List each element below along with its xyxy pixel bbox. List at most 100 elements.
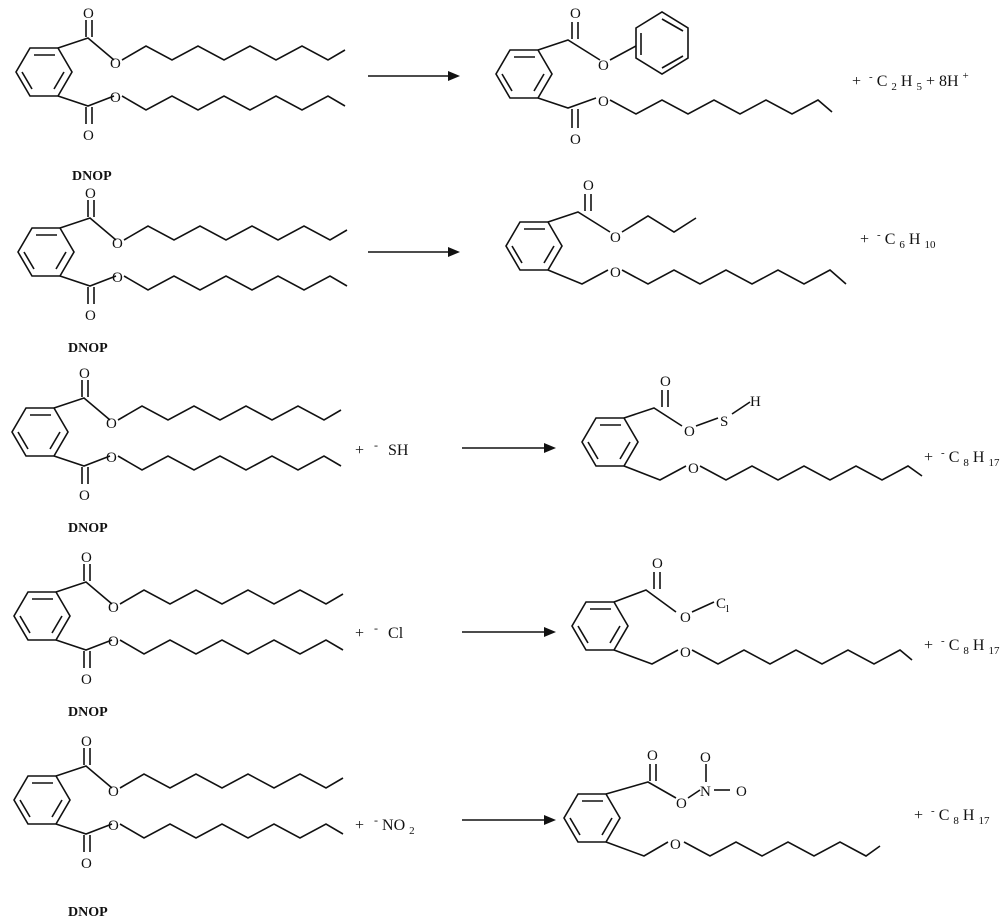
upper-ester-bond <box>57 37 115 61</box>
ring-double-bond <box>55 251 67 270</box>
carbonyl-oxygen: O <box>660 374 671 390</box>
ring-double-bond <box>19 799 31 818</box>
carbonyl-oxygen: O <box>570 6 581 22</box>
lower-octyl-chain <box>117 455 342 471</box>
lower-octyl-chain <box>119 639 344 655</box>
dnop-molecule: O O O O DNOP <box>13 550 344 720</box>
ring-double-bond <box>609 625 621 644</box>
ring-double-bond <box>601 817 613 836</box>
phenyl-double-bond <box>661 55 684 69</box>
ring-double-bond <box>49 431 61 450</box>
sulfur-atom: S <box>720 414 728 430</box>
lower-ester-oxygen: O <box>106 450 117 466</box>
ester-oxygen: O <box>680 610 691 626</box>
arrowhead <box>544 627 556 637</box>
o-cl-bond <box>691 601 715 613</box>
lower-octyl-chain <box>121 95 346 111</box>
ether-bond <box>605 841 669 857</box>
upper-octyl-chain <box>121 45 346 61</box>
lower-ester-oxygen: O <box>108 634 119 650</box>
product-molecule: O O N O O O <box>563 748 881 857</box>
ring-double-bond <box>23 251 35 270</box>
ring-double-bond <box>501 73 513 92</box>
arrowhead <box>448 247 460 257</box>
lower-ester-oxygen: O <box>108 818 119 834</box>
ether-bond <box>613 649 679 665</box>
ester-bond <box>623 407 683 427</box>
ether-oxygen: O <box>610 265 621 281</box>
lower-ester-bond <box>57 95 115 107</box>
arrowhead <box>544 443 556 453</box>
ring-double-bond <box>543 245 555 264</box>
upper-carbonyl-oxygen: O <box>83 6 94 22</box>
dnop-label: DNOP <box>68 705 108 720</box>
dnop-molecule: O O O O DNOP <box>13 734 344 920</box>
product-molecule: O O O <box>505 178 847 285</box>
reaction-row-2: O O O O DNOP O O O <box>17 178 936 356</box>
product-molecule: O O O O <box>495 6 833 148</box>
upper-ester-bond <box>55 581 113 605</box>
lower-ester-bond <box>55 639 113 651</box>
octyl-chain <box>699 465 923 481</box>
reagent: + - Cl <box>355 619 404 642</box>
reaction-row-1: O O O O DNOP O O <box>15 6 969 184</box>
chlorine-atom: Cl <box>716 596 729 615</box>
carbonyl-oxygen: O <box>583 178 594 194</box>
upper-ester-oxygen: O <box>108 784 119 800</box>
ring-double-bond <box>587 441 599 460</box>
dnop-label: DNOP <box>68 521 108 536</box>
lower-carbonyl-oxygen: O <box>85 308 96 324</box>
lower-octyl-chain <box>123 275 348 291</box>
phenyl-double-bond <box>661 18 684 32</box>
ester-bond <box>605 781 677 799</box>
dnop-molecule: O O O O DNOP <box>11 366 342 536</box>
upper-ester-bond <box>59 217 117 241</box>
byproduct: + - C 2 H 5 + 8H + <box>852 67 969 94</box>
reagent: + - NO 2 <box>355 811 415 837</box>
nitrogen-atom: N <box>700 784 711 800</box>
ring-double-bond <box>51 799 63 818</box>
upper-ester-oxygen: O <box>106 416 117 432</box>
upper-ester-oxygen: O <box>112 236 123 252</box>
product-molecule: O O Cl O <box>571 556 913 665</box>
lower-ester-bond <box>53 455 111 467</box>
carbonyl-oxygen: O <box>647 748 658 764</box>
ester-oxygen: O <box>684 424 695 440</box>
lower-ester-oxygen: O <box>110 90 121 106</box>
upper-ester-oxygen: O <box>110 56 121 72</box>
upper-carbonyl-oxygen: O <box>81 734 92 750</box>
ring-double-bond <box>17 431 29 450</box>
product-molecule: O O S H O <box>581 374 923 481</box>
byproduct: + - C 8 H 17 <box>914 801 990 828</box>
s-h-bond <box>731 401 751 415</box>
upper-octyl-chain <box>117 405 342 421</box>
lower-carbonyl-oxygen: O <box>570 132 581 148</box>
dnop-molecule: O O O O DNOP <box>17 186 348 356</box>
nitro-oxygen: O <box>700 750 711 766</box>
octyl-chain <box>609 99 833 115</box>
o-s-bond <box>695 417 719 427</box>
lower-carbonyl-oxygen: O <box>81 856 92 872</box>
ring-double-bond <box>569 817 581 836</box>
lower-carbonyl-oxygen: O <box>83 128 94 144</box>
dnop-label: DNOP <box>68 905 108 920</box>
phenyl-ring <box>635 11 689 75</box>
o-n-bond <box>687 789 701 799</box>
lower-ester-oxygen: O <box>598 94 609 110</box>
upper-octyl-chain <box>119 589 344 605</box>
arrowhead <box>448 71 460 81</box>
nitro-oxygen: O <box>736 784 747 800</box>
propyl-chain <box>621 215 697 233</box>
byproduct: + - C 6 H 10 <box>860 225 936 252</box>
ring-double-bond <box>533 73 545 92</box>
ring-double-bond <box>21 71 33 90</box>
arrowhead <box>544 815 556 825</box>
ether-bond <box>547 269 609 285</box>
upper-octyl-chain <box>123 225 348 241</box>
ring-double-bond <box>53 71 65 90</box>
lower-carbonyl-oxygen: O <box>81 672 92 688</box>
ester-bond <box>537 39 601 61</box>
lower-ester-bond <box>55 823 113 835</box>
ring-double-bond <box>51 615 63 634</box>
